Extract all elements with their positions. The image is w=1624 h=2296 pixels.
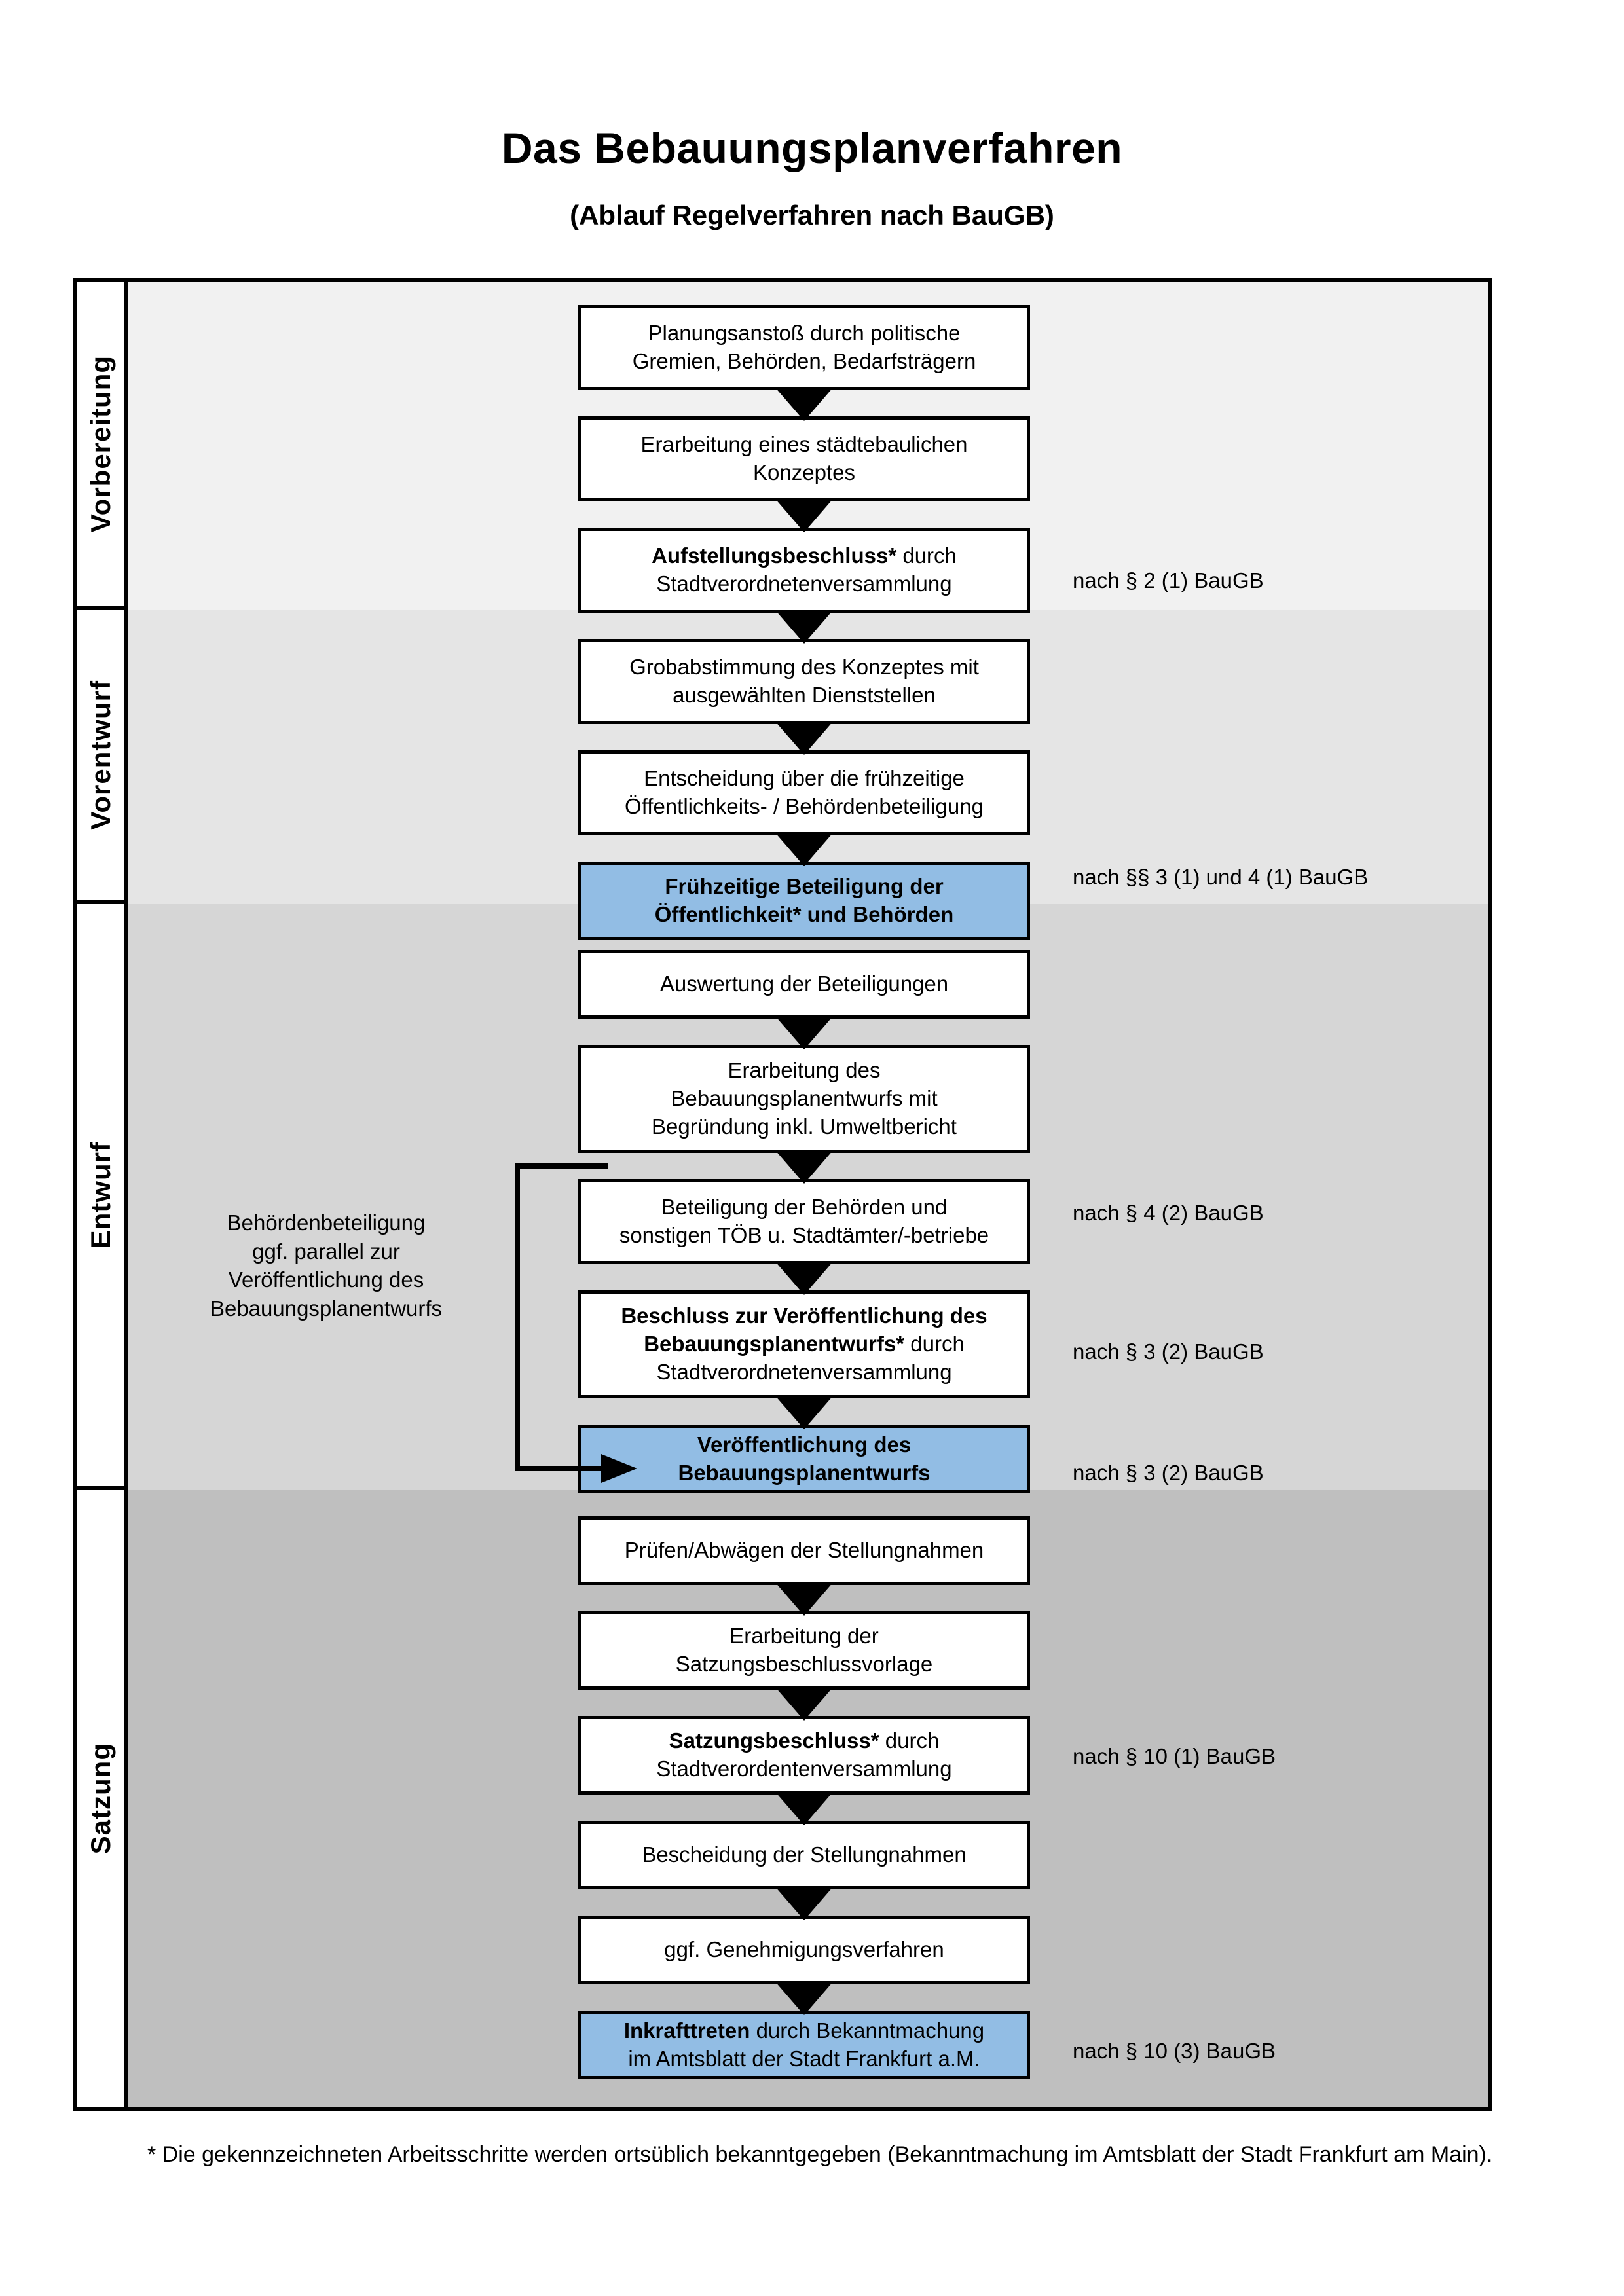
- flow-arrow-icon: [775, 1686, 834, 1721]
- side-note-line-1: Behördenbeteiligung: [227, 1211, 426, 1235]
- flow-arrow-icon: [775, 1015, 834, 1049]
- flow-arrow-icon: [775, 1261, 834, 1295]
- step-line: Satzungsbeschluss* durch: [656, 1727, 951, 1755]
- step-box-grobabstimmung[interactable]: Grobabstimmung des Konzeptes mit ausgewä…: [578, 639, 1030, 724]
- step-box-bescheidung-stellungnahmen[interactable]: Bescheidung der Stellungnahmen: [578, 1821, 1030, 1889]
- step-box-erarbeitung-satzungsbeschlussvorlage[interactable]: Erarbeitung der Satzungsbeschlussvorlage: [578, 1611, 1030, 1690]
- phase-label-entwurf: Entwurf: [85, 1141, 116, 1249]
- step-line: Prüfen/Abwägen der Stellungnahmen: [624, 1538, 984, 1563]
- flowchart-frame: Vorbereitung Vorentwurf Entwurf Satzung …: [73, 278, 1492, 2111]
- law-note-par3-1-4-1: nach §§ 3 (1) und 4 (1) BauGB: [1073, 865, 1369, 889]
- step-box-pruefen-abwaegen[interactable]: Prüfen/Abwägen der Stellungnahmen: [578, 1516, 1030, 1585]
- step-box-inkrafttreten[interactable]: Inkrafttreten durch Bekanntmachung im Am…: [578, 2011, 1030, 2079]
- step-line: Aufstellungsbeschluss* durch: [652, 542, 957, 570]
- page-title: Das Bebauungsplanverfahren: [501, 124, 1123, 172]
- step-bold-text: Inkrafttreten: [623, 2018, 750, 2043]
- step-box-entscheidung-fruehzeitige-beteiligung[interactable]: Entscheidung über die frühzeitige Öffent…: [578, 750, 1030, 835]
- flow-arrow-icon: [775, 1582, 834, 1616]
- phase-label-column: Vorbereitung Vorentwurf Entwurf Satzung: [77, 282, 128, 2107]
- law-note-par4-2: nach § 4 (2) BauGB: [1073, 1201, 1264, 1225]
- side-note-behoerdenbeteiligung: Behördenbeteiligung ggf. parallel zur Ve…: [156, 1209, 496, 1322]
- step-box-planungsanstoss[interactable]: Planungsanstoß durch politische Gremien,…: [578, 305, 1030, 390]
- side-note-line-3: Veröffentlichung des: [228, 1267, 424, 1292]
- flow-arrow-icon: [775, 721, 834, 755]
- step-box-staedtebauliches-konzept[interactable]: Erarbeitung eines städtebaulichen Konzep…: [578, 416, 1030, 501]
- step-line: Stadtverordentenversammlung: [656, 1757, 952, 1781]
- flow-arrow-icon: [775, 1791, 834, 1825]
- law-note-par3-2-b: nach § 3 (2) BauGB: [1073, 1461, 1264, 1485]
- side-note-line-2: ggf. parallel zur: [252, 1239, 400, 1264]
- flow-arrow-icon: [775, 498, 834, 532]
- step-line: Gremien, Behörden, Bedarfsträgern: [632, 349, 976, 373]
- step-line: ausgewählten Dienststellen: [673, 683, 936, 707]
- flow-arrow-icon: [775, 387, 834, 421]
- flow-arrow-icon: [775, 832, 834, 866]
- step-line: Erarbeitung der: [729, 1624, 879, 1649]
- step-line: Begründung inkl. Umweltbericht: [652, 1114, 957, 1139]
- footnote: * Die gekennzeichneten Arbeitsschritte w…: [147, 2142, 1493, 2167]
- step-line: Stadtverordnetenversammlung: [656, 572, 952, 596]
- phase-label-vorentwurf: Vorentwurf: [85, 680, 116, 830]
- step-line: Erarbeitung des: [728, 1058, 881, 1083]
- flow-arrow-icon: [775, 1395, 834, 1429]
- flow-layer: Behördenbeteiligung ggf. parallel zur Ve…: [77, 282, 1488, 2107]
- step-line: Entscheidung über die frühzeitige: [644, 766, 965, 791]
- step-bold-text: Aufstellungsbeschluss*: [652, 543, 897, 568]
- page-subtitle: (Ablauf Regelverfahren nach BauGB): [570, 199, 1054, 230]
- step-line: Erarbeitung eines städtebaulichen: [640, 432, 968, 457]
- step-line: Öffentlichkeits- / Behördenbeteiligung: [625, 794, 984, 818]
- step-line: Planungsanstoß durch politische: [648, 321, 961, 346]
- law-note-par2-1: nach § 2 (1) BauGB: [1073, 568, 1264, 592]
- title-block: Das Bebauungsplanverfahren (Ablauf Regel…: [0, 124, 1624, 231]
- step-line: Stadtverordnetenversammlung: [656, 1359, 952, 1384]
- phase-cell-entwurf: Entwurf: [77, 904, 124, 1490]
- step-box-aufstellungsbeschluss[interactable]: Aufstellungsbeschluss* durch Stadtverord…: [578, 528, 1030, 613]
- phase-cell-vorbereitung: Vorbereitung: [77, 282, 124, 610]
- step-text: durch Bekanntmachung: [750, 2018, 985, 2043]
- step-box-erarbeitung-bebauungsplanentwurf[interactable]: Erarbeitung des Bebauungsplanentwurfs mi…: [578, 1045, 1030, 1153]
- step-line: Frühzeitige Beteiligung der: [665, 874, 944, 899]
- step-line: Grobabstimmung des Konzeptes mit: [629, 655, 979, 680]
- law-note-par10-1: nach § 10 (1) BauGB: [1073, 1744, 1276, 1768]
- step-text: durch: [879, 1728, 940, 1753]
- step-box-genehmigungsverfahren[interactable]: ggf. Genehmigungsverfahren: [578, 1916, 1030, 1984]
- step-bold-text: Satzungsbeschluss*: [669, 1728, 879, 1753]
- phase-label-satzung: Satzung: [85, 1743, 116, 1855]
- step-line: ggf. Genehmigungsverfahren: [664, 1937, 944, 1962]
- step-line: Bescheidung der Stellungnahmen: [642, 1842, 967, 1867]
- side-note-line-4: Bebauungsplanentwurfs: [210, 1296, 443, 1321]
- step-line: Konzeptes: [753, 460, 855, 484]
- flow-arrow-icon: [775, 1150, 834, 1184]
- step-box-veroeffentlichung-entwurf[interactable]: Veröffentlichung des Bebauungsplanentwur…: [578, 1425, 1030, 1493]
- phase-cell-satzung: Satzung: [77, 1490, 124, 2107]
- step-line: Beteiligung der Behörden und: [661, 1195, 948, 1220]
- step-line: Bebauungsplanentwurfs mit: [671, 1086, 938, 1111]
- step-box-beschluss-veroeffentlichung[interactable]: Beschluss zur Veröffentlichung des Bebau…: [578, 1290, 1030, 1398]
- step-line: im Amtsblatt der Stadt Frankfurt a.M.: [628, 2046, 980, 2071]
- step-box-auswertung-beteiligungen[interactable]: Auswertung der Beteiligungen: [578, 950, 1030, 1019]
- step-line: Öffentlichkeit* und Behörden: [654, 902, 954, 926]
- step-line: Satzungsbeschlussvorlage: [675, 1652, 933, 1676]
- step-line: sonstigen TÖB u. Stadtämter/-betriebe: [619, 1223, 989, 1247]
- law-note-par3-2-a: nach § 3 (2) BauGB: [1073, 1339, 1264, 1364]
- flow-arrow-icon: [775, 610, 834, 644]
- phase-cell-vorentwurf: Vorentwurf: [77, 610, 124, 904]
- law-note-par10-3: nach § 10 (3) BauGB: [1073, 2039, 1276, 2063]
- step-box-fruehzeitige-beteiligung[interactable]: Frühzeitige Beteiligung der Öffentlichke…: [578, 862, 1030, 940]
- step-line: Auswertung der Beteiligungen: [659, 972, 949, 996]
- step-bold-text: Beschluss zur Veröffentlichung des Bebau…: [621, 1303, 987, 1357]
- step-box-satzungsbeschluss[interactable]: Satzungsbeschluss* durch Stadtverordente…: [578, 1716, 1030, 1795]
- step-line: Veröffentlichung des: [697, 1432, 912, 1457]
- step-line: Inkrafttreten durch Bekanntmachung: [624, 2017, 984, 2045]
- step-box-beteiligung-behoerden-toeb[interactable]: Beteiligung der Behörden und sonstigen T…: [578, 1179, 1030, 1264]
- phase-label-vorbereitung: Vorbereitung: [85, 355, 116, 533]
- step-text: durch: [896, 543, 957, 568]
- step-text: durch: [904, 1332, 965, 1357]
- flow-arrow-icon: [775, 1981, 834, 2015]
- flow-arrow-icon: [775, 1886, 834, 1920]
- step-line: Bebauungsplanentwurfs: [678, 1460, 931, 1485]
